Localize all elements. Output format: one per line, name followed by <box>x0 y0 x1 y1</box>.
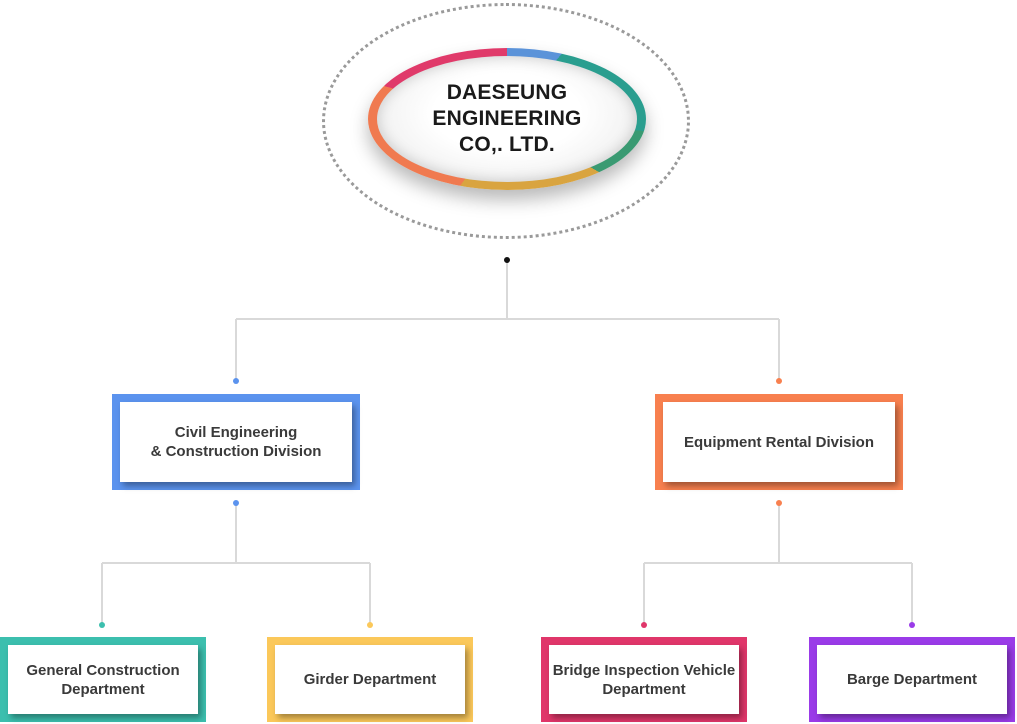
bridge-inspection-vehicle-department-box: Bridge Inspection Vehicle Department <box>541 637 747 722</box>
division-label-line: Civil Engineering <box>174 424 298 441</box>
general-construction-department-box: General Construction Department <box>0 637 206 722</box>
department-label-line: Department <box>602 680 686 698</box>
company-logo-halo <box>322 3 690 239</box>
department-label-line: Department <box>61 680 145 698</box>
company-logo: DAESEUNG ENGINEERING CO,. LTD. <box>368 48 646 190</box>
root-dot <box>504 257 510 263</box>
rental-division-top-dot <box>776 378 782 384</box>
company-name-line: DAESEUNG <box>446 81 568 104</box>
general-construction-dot <box>99 622 105 628</box>
girder-dot <box>367 622 373 628</box>
root-connector <box>235 260 780 380</box>
company-name-line: CO,. LTD. <box>459 133 555 156</box>
division-label-line: & Construction Division <box>150 443 322 460</box>
barge-dot <box>909 622 915 628</box>
rental-division-bottom-dot <box>776 500 782 506</box>
company-logo-core: DAESEUNG ENGINEERING CO,. LTD. <box>377 56 637 182</box>
barge-department-box: Barge Department <box>809 637 1015 722</box>
rental-division-connector <box>643 503 913 625</box>
department-label-line: Girder Department <box>303 671 437 688</box>
department-label-line: General Construction <box>26 661 180 679</box>
division-label-line: Equipment Rental Division <box>683 433 875 451</box>
girder-department-box: Girder Department <box>267 637 473 722</box>
department-label-line: Bridge Inspection Vehicle <box>552 661 736 679</box>
equipment-rental-division-box: Equipment Rental Division <box>655 394 903 490</box>
department-label-line: Barge Department <box>846 671 978 688</box>
civil-division-bottom-dot <box>233 500 239 506</box>
civil-engineering-division-box: Civil Engineering & Construction Divisio… <box>112 394 360 490</box>
company-name-line: ENGINEERING <box>432 107 582 130</box>
civil-division-connector <box>101 503 371 625</box>
civil-division-top-dot <box>233 378 239 384</box>
bridge-inspection-dot <box>641 622 647 628</box>
